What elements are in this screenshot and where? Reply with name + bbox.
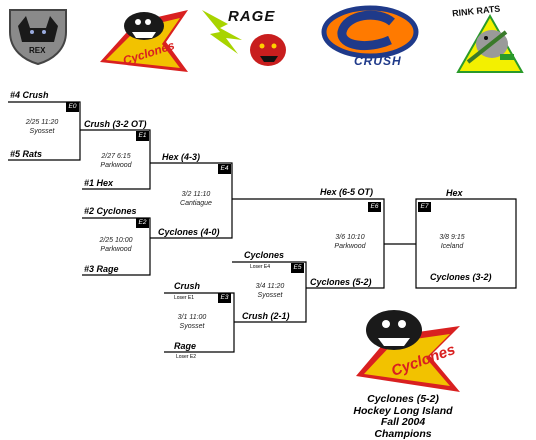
game-date-e0: 2/25 11:20 [25,119,59,126]
team-hex-seed-1: #1 Hex [84,178,114,188]
game-date-e6: 3/6 10:10 [335,234,365,241]
champion-line-2: Hockey Long Island [353,404,453,417]
rink-rats-rat-icon [456,13,524,73]
game-tag-e5: E5 [291,263,304,273]
game-tag-e2: E2 [136,218,149,228]
game-rink-e2: Parkwood [100,246,132,253]
cyclones-logo: Cyclones [96,2,192,74]
game-info-e5: 3/4 11:20 Syosset [240,282,300,300]
game-date-e3: 3/1 11:00 [177,314,207,321]
final-winner: Cyclones (3-2) [430,272,492,282]
e4-winner: Hex (6-5 OT) [320,187,374,197]
game-info-e6: 3/6 10:10 Parkwood [320,233,380,251]
final-team-hex: Hex [446,188,463,198]
game-rink-e6: Parkwood [334,243,366,250]
game-date-e2: 2/25 10:00 [99,237,133,244]
bracket-e7 [415,198,517,289]
loser-e4-note: Loser E4 [250,264,271,270]
game-date-e7: 3/8 9:15 [439,234,465,241]
bracket-e4 [150,162,233,239]
game-rink-e5: Syosset [257,292,283,299]
game-rink-e7: Iceland [440,243,464,250]
game-rink-e3: Syosset [179,323,205,330]
champion-line-3: Fall 2004 [380,416,426,428]
game-info-e2: 2/25 10:00 Parkwood [86,236,146,254]
rage-logo: RAGE [198,4,294,70]
game-date-e1: 2/27 6:15 [101,153,131,160]
game-tag-e3: E3 [218,293,231,303]
game-info-e7: 3/8 9:15 Iceland [422,233,482,251]
game-tag-e4: E4 [218,164,231,174]
cyclones-panther-icon [100,10,188,72]
game-date-e4: 3/2 11:10 [181,191,211,198]
e5-winner: Cyclones (5-2) [310,277,372,287]
champion-line-1: Cyclones (5-2) [367,393,439,405]
game-rink-e0: Syosset [29,128,55,135]
rage-logo-text: RAGE [228,8,276,25]
game-tag-e7: E7 [418,202,431,212]
rex-logo-text: REX [29,46,46,55]
game-tag-e1: E1 [136,131,149,141]
champion-panther-icon [356,310,460,392]
loser-e1-note: Loser E1 [174,295,195,301]
bracket-e2 [82,217,151,276]
team-rage-e3: Rage [174,341,197,351]
e2-winner: Cyclones (4-0) [158,227,220,237]
crush-swoosh-icon [321,5,419,59]
game-info-e4: 3/2 11:10 Cantiague [166,190,226,208]
champion-logo: Cyclones [350,306,466,394]
team-rage-seed-3: #3 Rage [84,264,119,274]
bracket-e5 [232,261,307,323]
team-rats-seed-5: #5 Rats [10,149,43,159]
e5-top-team: Cyclones [244,250,285,260]
game-info-e1: 2/27 6:15 Parkwood [86,152,146,170]
e3-winner: Crush (2-1) [242,311,290,321]
crush-logo: CRUSH [320,4,420,72]
team-crush-e3: Crush [174,281,201,291]
game-tag-e0: E0 [66,102,79,112]
game-rink-e4: Cantiague [180,200,212,207]
champion-line-4: Champions [374,427,432,440]
e0-winner: Crush (3-2 OT) [84,119,147,129]
rex-shield-icon [9,9,67,66]
loser-e2-note: Loser E2 [176,354,197,360]
game-date-e5: 3/4 11:20 [255,283,285,290]
team-crush-seed-4: #4 Crush [10,90,49,100]
bracket-e0 [8,101,81,161]
game-info-e0: 2/25 11:20 Syosset [12,118,72,136]
e1-winner: Hex (4-3) [162,152,201,162]
rage-lightning-icon [202,10,286,66]
game-rink-e1: Parkwood [100,162,132,169]
rex-logo: REX [4,4,72,66]
game-info-e3: 3/1 11:00 Syosset [162,313,222,331]
rink-rats-logo: RINK RATS [448,2,532,74]
crush-logo-text: CRUSH [354,54,402,68]
bracket-e1 [80,129,151,190]
team-cyclones-seed-2: #2 Cyclones [84,206,137,216]
champion-caption: Cyclones (5-2) Hockey Long Island Fall 2… [340,393,466,440]
game-tag-e6: E6 [368,202,381,212]
